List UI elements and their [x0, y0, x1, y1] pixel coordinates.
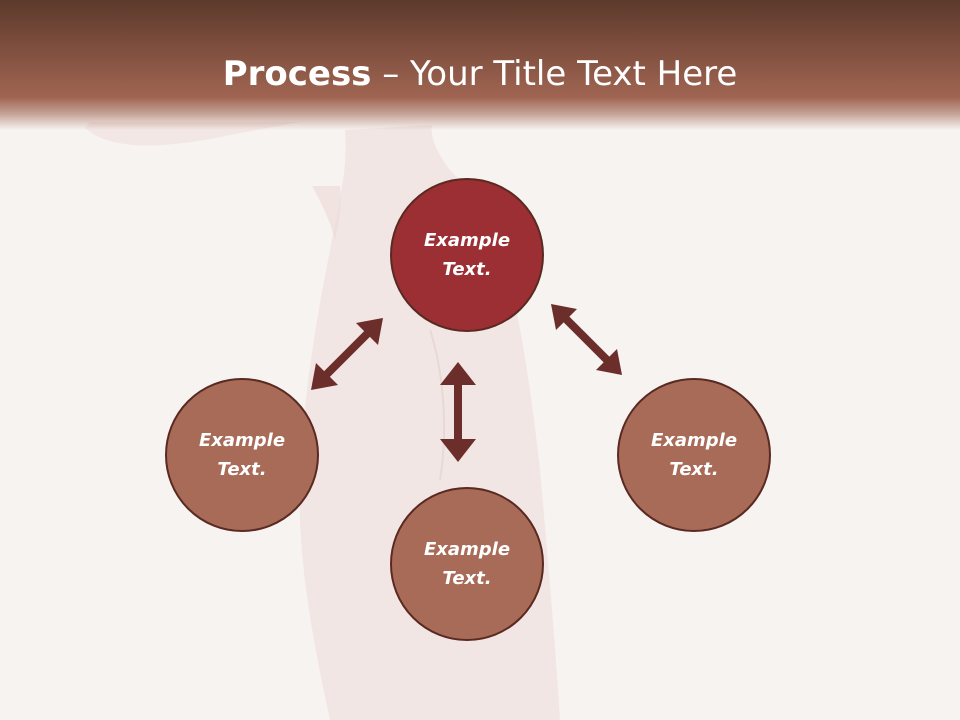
bottom-node-label: Example Text. [423, 539, 511, 589]
center-node-label: Example Text. [423, 230, 511, 280]
right-node-label: Example Text. [650, 430, 738, 480]
arrow-center-left [311, 318, 383, 390]
slide-title: Process – Your Title Text Here [0, 52, 960, 96]
bottom-node: Example Text. [390, 487, 544, 641]
title-bold-part: Process [222, 54, 372, 94]
left-node-label: Example Text. [198, 430, 286, 480]
arrow-center-right [551, 304, 622, 375]
header-bar [0, 0, 960, 130]
title-rest-part: – Your Title Text Here [371, 54, 738, 94]
arrow-center-bottom [440, 362, 476, 462]
center-node: Example Text. [390, 178, 544, 332]
right-node: Example Text. [617, 378, 771, 532]
left-node: Example Text. [165, 378, 319, 532]
